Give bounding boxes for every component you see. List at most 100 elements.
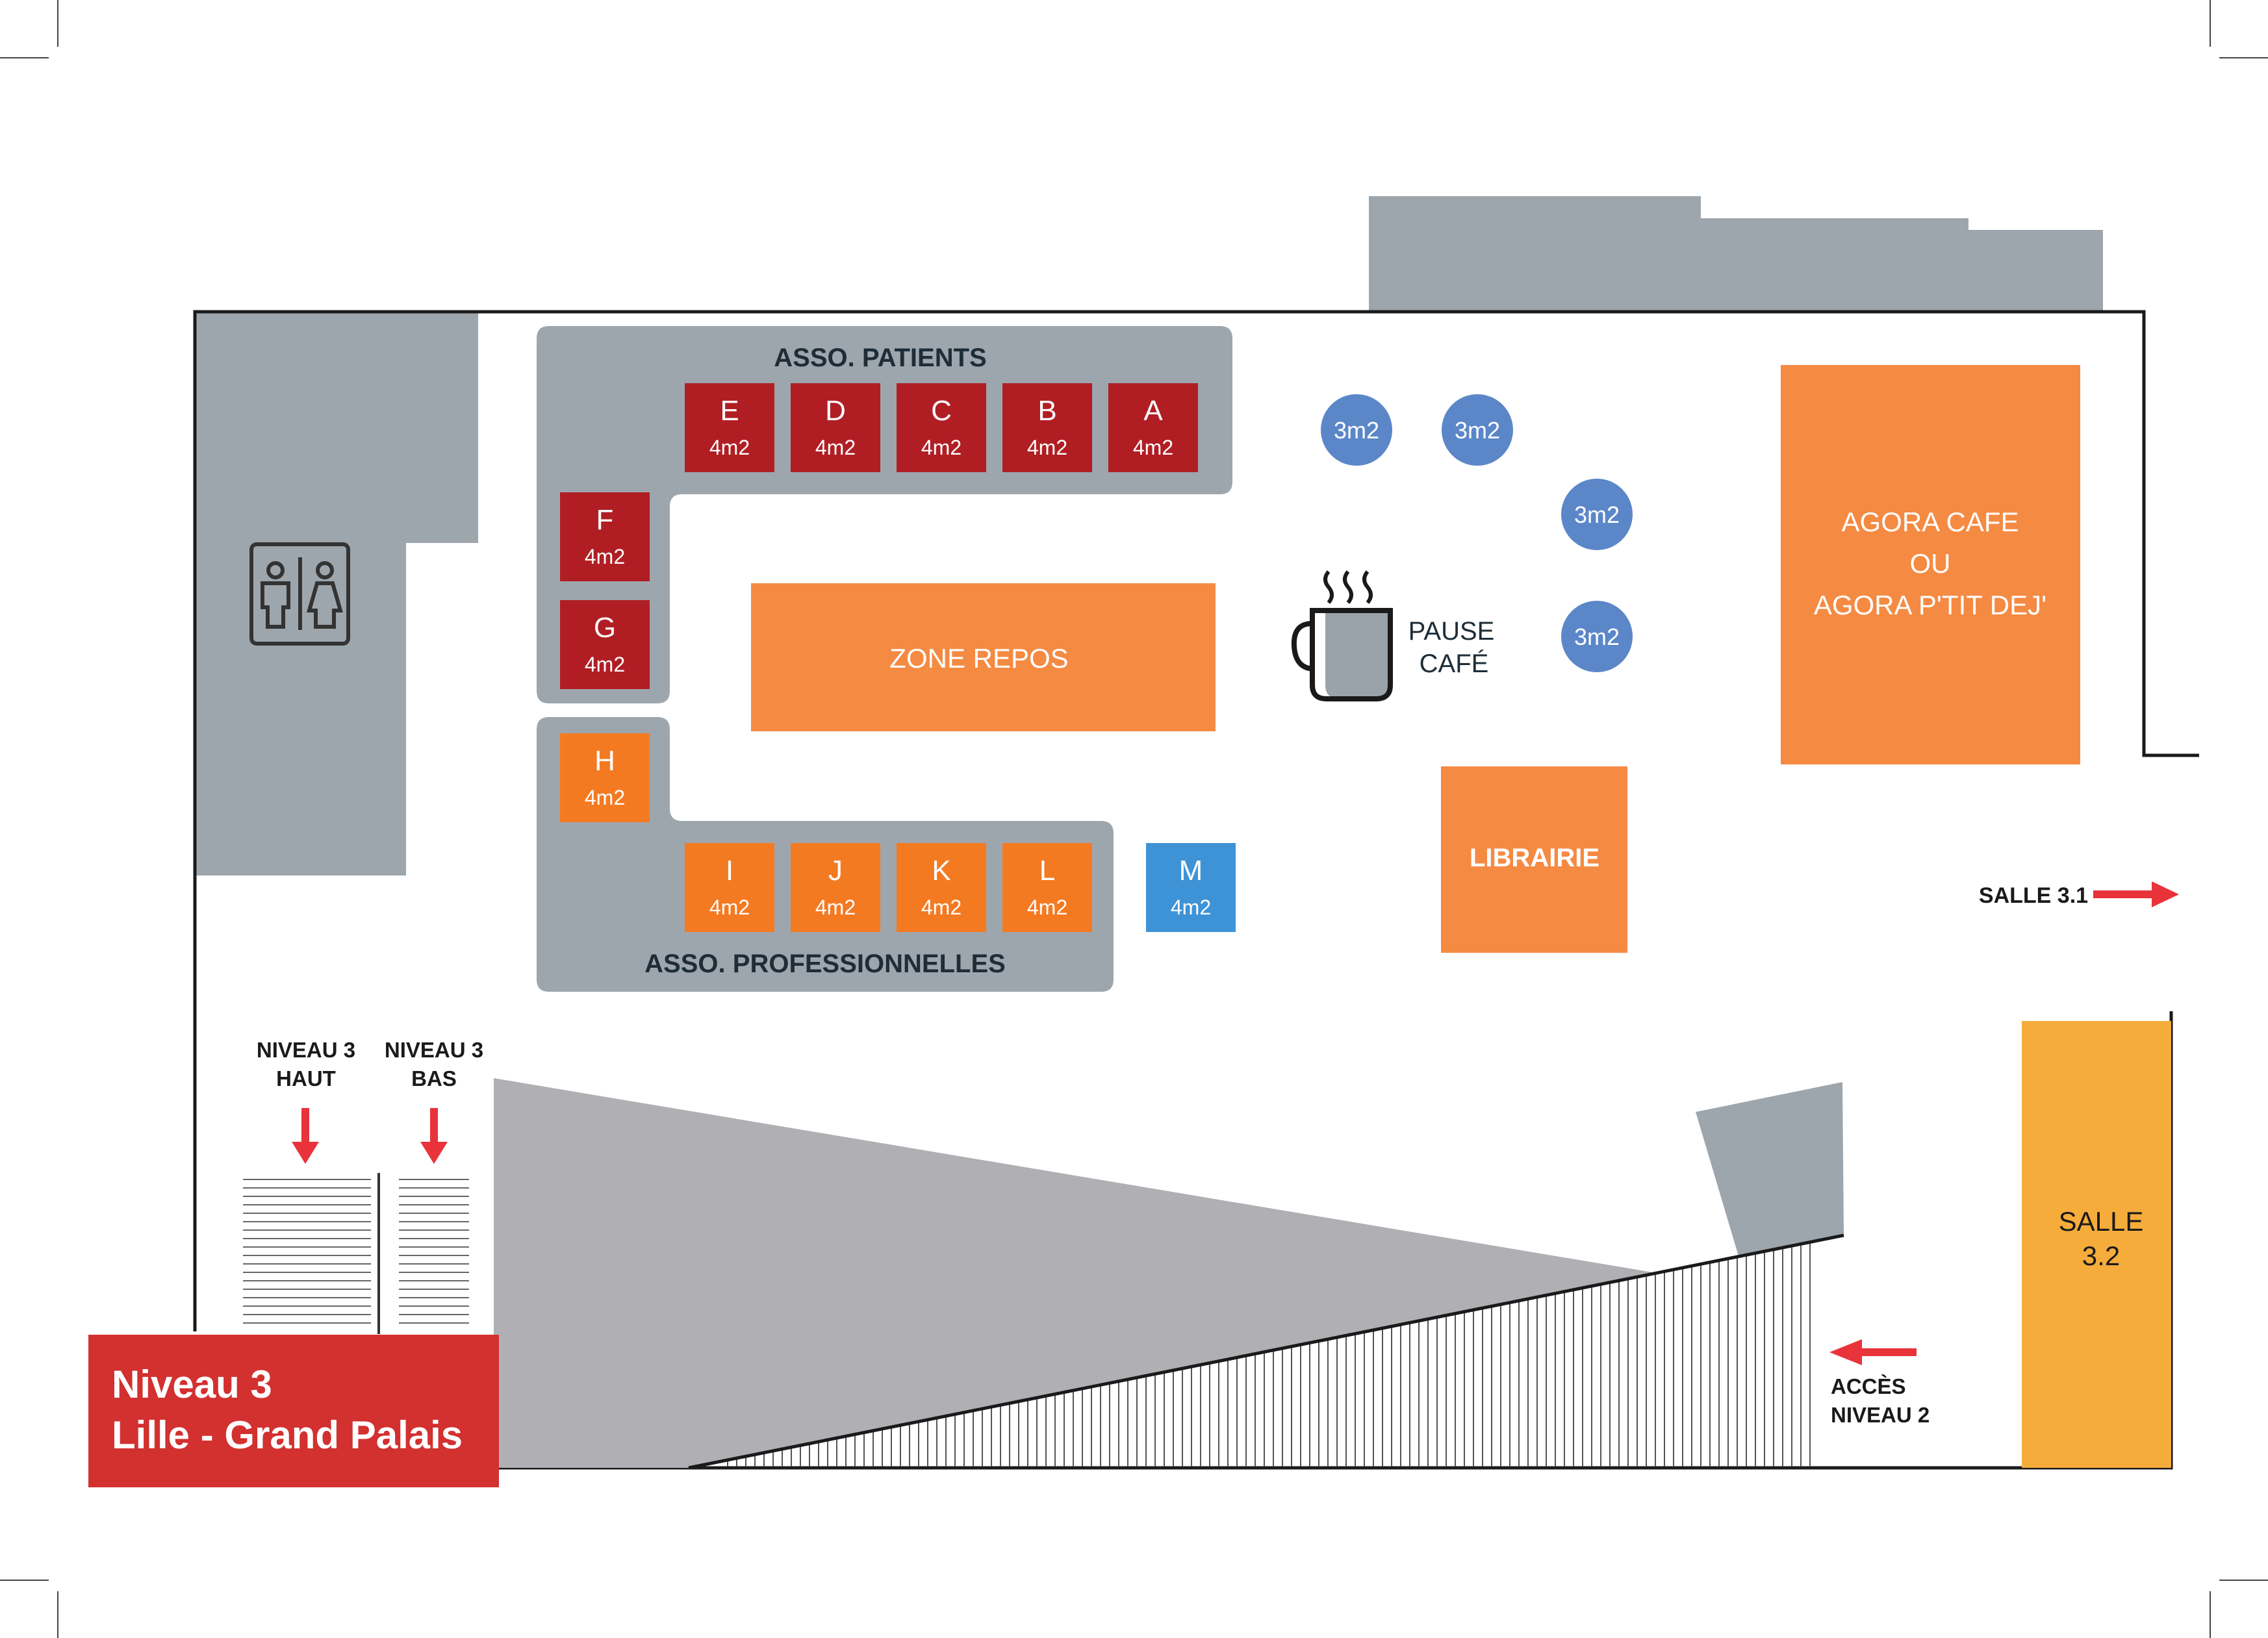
acces-niveau2-line-1: ACCÈS (1831, 1374, 1906, 1398)
salle-32-line-1: SALLE (2059, 1206, 2144, 1237)
niveau3-bas-line-1: NIVEAU 3 (385, 1038, 483, 1062)
agora-line-1: AGORA CAFE (1841, 507, 2019, 537)
building-outline (193, 310, 2199, 1331)
stand-size: 4m2 (921, 436, 962, 459)
stand-box (897, 843, 986, 932)
stand-size: 4m2 (1027, 896, 1067, 919)
stand-size: 4m2 (709, 896, 750, 919)
stand-letter: C (931, 395, 952, 427)
stand-size: 4m2 (1133, 436, 1173, 459)
stand-size: 4m2 (1171, 896, 1211, 919)
zone-agora[interactable] (1781, 365, 2080, 764)
agora-line-3: AGORA P'TIT DEJ' (1814, 590, 2046, 620)
coffee-cup-icon (1291, 570, 1393, 701)
stand-box (560, 600, 650, 689)
salle-32-line-2: 3.2 (2082, 1241, 2120, 1271)
stand-box (685, 383, 774, 472)
stand-size: 4m2 (921, 896, 962, 919)
stand-box (1002, 383, 1092, 472)
stand-box (560, 492, 650, 581)
pause-cafe-line-1: PAUSE (1408, 617, 1495, 646)
stand-letter: G (594, 612, 616, 644)
round-stand-label: 3m2 (1574, 624, 1620, 650)
stand-box (1146, 843, 1236, 932)
round-stand-label: 3m2 (1455, 417, 1500, 444)
librairie-label: LIBRAIRIE (1470, 844, 1599, 872)
stand-box (1108, 383, 1198, 472)
salle-31-arrow-icon (2093, 881, 2179, 907)
stand-letter: J (828, 855, 843, 887)
pause-cafe-line-2: CAFÉ (1420, 649, 1489, 678)
stand-letter: A (1143, 395, 1163, 427)
acces-niveau2-arrow-icon (1829, 1339, 1917, 1365)
round-stand-label: 3m2 (1574, 501, 1620, 528)
stand-size: 4m2 (815, 436, 856, 459)
niveau3-haut-line-2: HAUT (276, 1066, 336, 1090)
stand-letter: I (726, 855, 733, 887)
round-stand[interactable]: 3m2 (1442, 394, 1513, 466)
round-stand[interactable]: 3m2 (1561, 479, 1633, 550)
stand-l[interactable]: L 4m2 (1002, 843, 1092, 932)
stand-m[interactable]: M 4m2 (1146, 843, 1236, 932)
ramp-pillar (1696, 1082, 1844, 1256)
stand-i[interactable]: I 4m2 (685, 843, 774, 932)
niveau3-bas-arrow-icon (420, 1108, 448, 1164)
stand-box (791, 843, 880, 932)
zone-repos[interactable] (751, 583, 1216, 731)
stand-letter: E (720, 395, 739, 427)
zone-librairie[interactable] (1441, 766, 1627, 953)
niveau3-haut-arrow-icon (292, 1108, 319, 1164)
stand-h[interactable]: H 4m2 (560, 733, 650, 822)
ramp-grey-overlay (494, 1078, 1650, 1468)
asso-pro-label: ASSO. PROFESSIONNELLES (644, 950, 1006, 978)
round-stand-shape (1561, 479, 1633, 550)
title-line-1: Niveau 3 (112, 1363, 272, 1406)
stand-box (1002, 843, 1092, 932)
top-annex-building (1369, 196, 2103, 312)
stand-size: 4m2 (815, 896, 856, 919)
zone-salle-32[interactable] (2022, 1021, 2171, 1468)
stand-letter: K (932, 855, 950, 887)
niveau3-haut-line-1: NIVEAU 3 (257, 1038, 355, 1062)
staircases (243, 1179, 469, 1324)
round-stands: 3m2 3m2 3m2 3m2 (1321, 394, 1633, 672)
stand-c[interactable]: C 4m2 (897, 383, 986, 472)
round-stand[interactable]: 3m2 (1321, 394, 1392, 466)
stand-size: 4m2 (709, 436, 750, 459)
acces-niveau2-line-2: NIVEAU 2 (1831, 1403, 1930, 1427)
stand-d[interactable]: D 4m2 (791, 383, 880, 472)
round-stand-shape (1442, 394, 1513, 466)
title-box (88, 1335, 499, 1487)
title-line-2: Lille - Grand Palais (112, 1413, 463, 1457)
stand-box (560, 733, 650, 822)
stand-box (791, 383, 880, 472)
stand-box (685, 843, 774, 932)
asso-patients-label: ASSO. PATIENTS (774, 344, 986, 372)
stand-size: 4m2 (1027, 436, 1067, 459)
round-stand[interactable]: 3m2 (1561, 601, 1633, 672)
stand-k[interactable]: K 4m2 (897, 843, 986, 932)
stand-e[interactable]: E 4m2 (685, 383, 774, 472)
ramp-stripes (727, 1242, 1811, 1467)
stand-size: 4m2 (585, 786, 625, 809)
stand-size: 4m2 (585, 653, 625, 676)
agora-line-2: OU (1910, 548, 1951, 579)
zone-repos-label: ZONE REPOS (889, 643, 1068, 674)
stand-box (897, 383, 986, 472)
stand-j[interactable]: J 4m2 (791, 843, 880, 932)
stand-letter: L (1039, 855, 1055, 887)
stand-g[interactable]: G 4m2 (560, 600, 650, 689)
niveau3-bas-line-2: BAS (411, 1066, 457, 1090)
stand-size: 4m2 (585, 545, 625, 568)
stand-a[interactable]: A 4m2 (1108, 383, 1198, 472)
stand-letter: M (1179, 855, 1203, 887)
stand-letter: H (594, 745, 615, 777)
round-stand-shape (1321, 394, 1392, 466)
stand-letter: D (825, 395, 846, 427)
salle-31-label: SALLE 3.1 (1979, 883, 2088, 908)
ramp-edge (688, 1233, 1844, 1470)
